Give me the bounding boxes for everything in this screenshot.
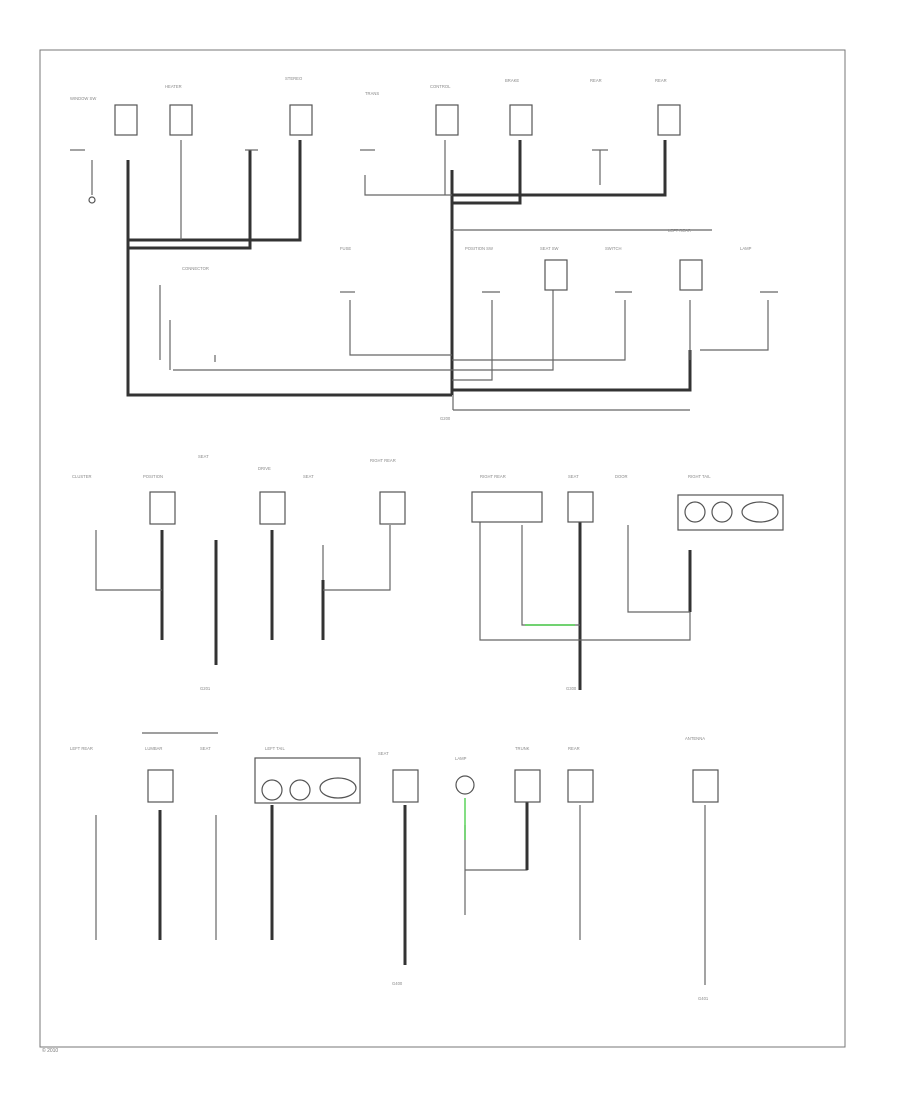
diagram-frame bbox=[39, 49, 846, 1048]
component-box bbox=[509, 104, 533, 136]
switch-symbol bbox=[88, 196, 96, 204]
ground-bus-branch bbox=[128, 140, 667, 250]
component-box bbox=[259, 491, 286, 525]
component-box bbox=[657, 104, 681, 136]
svg-text:SEAT: SEAT bbox=[198, 454, 209, 459]
svg-text:TRANS: TRANS bbox=[365, 91, 379, 96]
svg-text:G400: G400 bbox=[392, 981, 403, 986]
svg-text:RIGHT TAIL: RIGHT TAIL bbox=[688, 474, 711, 479]
component-box bbox=[169, 104, 193, 136]
svg-text:ANTENNA: ANTENNA bbox=[685, 736, 705, 741]
component-box bbox=[567, 769, 594, 803]
svg-text:SEAT: SEAT bbox=[378, 751, 389, 756]
svg-text:G300: G300 bbox=[566, 686, 577, 691]
middle-section: CLUSTER POSITION SEAT DRIVE SEAT RIGHT R… bbox=[72, 454, 784, 691]
svg-text:REAR: REAR bbox=[590, 78, 602, 83]
svg-text:TRUNK: TRUNK bbox=[515, 746, 530, 751]
bulb-symbol bbox=[455, 775, 475, 795]
footer-text: © 2010 bbox=[42, 1047, 58, 1054]
svg-text:BRAKE: BRAKE bbox=[505, 78, 519, 83]
svg-text:LEFT TAIL: LEFT TAIL bbox=[265, 746, 285, 751]
svg-text:CONNECTOR: CONNECTOR bbox=[182, 266, 209, 271]
svg-text:RIGHT REAR: RIGHT REAR bbox=[480, 474, 506, 479]
main-ground-bus bbox=[126, 160, 692, 397]
component-box bbox=[289, 104, 313, 136]
svg-text:HEATER: HEATER bbox=[165, 84, 182, 89]
svg-text:RIGHT REAR: RIGHT REAR bbox=[370, 458, 396, 463]
component-box bbox=[435, 104, 459, 136]
svg-text:SWITCH: SWITCH bbox=[605, 246, 622, 251]
svg-text:POSITION: POSITION bbox=[143, 474, 163, 479]
component-box bbox=[544, 259, 568, 291]
svg-text:SEAT: SEAT bbox=[200, 746, 211, 751]
bottom-section: LEFT REAR LUMBAR SEAT LEFT TAIL SEAT LAM… bbox=[70, 732, 719, 1001]
svg-text:G201: G201 bbox=[200, 686, 211, 691]
component-box bbox=[392, 769, 419, 803]
svg-text:WINDOW SW: WINDOW SW bbox=[70, 96, 96, 101]
svg-text:G401: G401 bbox=[698, 996, 709, 1001]
svg-text:SEAT SW: SEAT SW bbox=[540, 246, 559, 251]
svg-text:DRIVE: DRIVE bbox=[258, 466, 271, 471]
component-box bbox=[567, 491, 594, 523]
svg-text:G200: G200 bbox=[440, 416, 451, 421]
svg-text:SEAT: SEAT bbox=[568, 474, 579, 479]
svg-text:SEAT: SEAT bbox=[303, 474, 314, 479]
component-box bbox=[514, 769, 541, 803]
top-section: WINDOW SW HEATER STEREO TRANS CONTROL BR… bbox=[70, 76, 778, 421]
component-box bbox=[147, 769, 174, 803]
svg-text:DOOR: DOOR bbox=[615, 474, 628, 479]
component-box bbox=[114, 104, 138, 136]
component-box bbox=[379, 491, 406, 525]
svg-text:LAMP: LAMP bbox=[455, 756, 467, 761]
svg-text:REAR: REAR bbox=[568, 746, 580, 751]
svg-text:LAMP: LAMP bbox=[740, 246, 752, 251]
component-box bbox=[149, 491, 176, 525]
svg-text:FUSE: FUSE bbox=[340, 246, 351, 251]
svg-text:POSITION SW: POSITION SW bbox=[465, 246, 493, 251]
svg-text:STEREO: STEREO bbox=[285, 76, 303, 81]
component-box bbox=[679, 259, 703, 291]
svg-text:LUMBAR: LUMBAR bbox=[145, 746, 162, 751]
svg-text:REAR: REAR bbox=[655, 78, 667, 83]
component-box bbox=[692, 769, 719, 803]
svg-text:CONTROL: CONTROL bbox=[430, 84, 451, 89]
svg-text:CLUSTER: CLUSTER bbox=[72, 474, 92, 479]
svg-text:LEFT REAR: LEFT REAR bbox=[70, 746, 93, 751]
svg-text:LEFT REAR: LEFT REAR bbox=[668, 228, 691, 233]
component-box bbox=[471, 491, 543, 523]
